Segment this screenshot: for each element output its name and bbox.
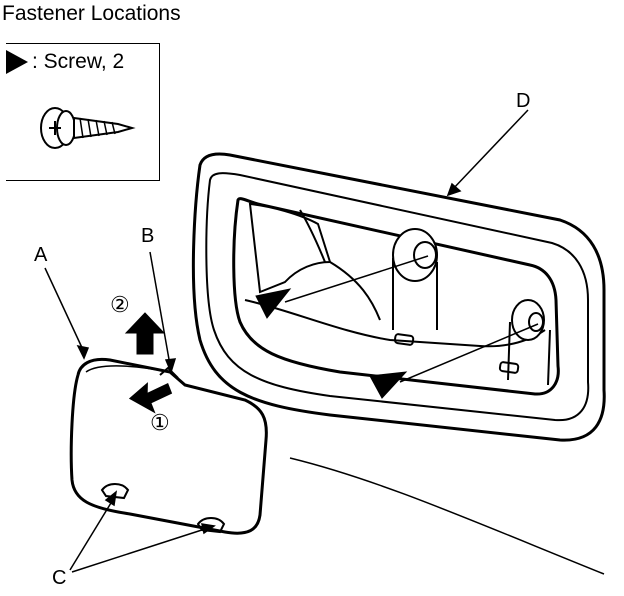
filled-triangle-icon — [6, 50, 28, 74]
legend-text: : Screw, 2 — [32, 50, 125, 73]
callout-a: A — [34, 244, 48, 266]
leader-lines — [44, 109, 529, 573]
callout-d: D — [516, 90, 531, 112]
step-2-label: ② — [110, 292, 130, 317]
callout-b: B — [141, 225, 155, 247]
callout-c: C — [52, 567, 67, 589]
handle-housing — [191, 152, 606, 442]
legend-row: : Screw, 2 — [6, 50, 124, 74]
screw-illustration — [40, 107, 136, 149]
step-arrows — [124, 312, 173, 414]
step-1-label: ① — [150, 410, 170, 435]
figure-title: Fastener Locations — [2, 2, 181, 25]
cover-panel — [69, 357, 268, 535]
screw-pointers — [255, 255, 539, 399]
legend-box — [6, 43, 160, 181]
